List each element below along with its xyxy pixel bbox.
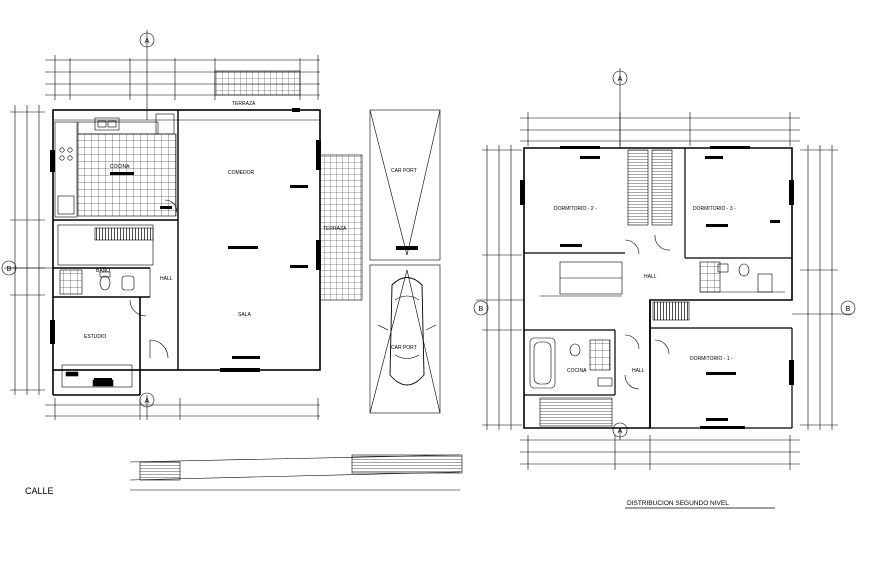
room-label-sala: SALA xyxy=(238,312,251,318)
room-label-dormitorio-2: DORMITORIO - 2 - xyxy=(554,206,597,212)
section-marker-b-left: B xyxy=(7,266,12,273)
carport-top xyxy=(369,109,441,261)
section-marker-b-upper-left: B xyxy=(479,306,484,313)
room-label-cocina: COCINA xyxy=(110,164,130,170)
upper-bottom-dimensions xyxy=(520,435,800,470)
room-label-estudio: ESTUDIO xyxy=(84,334,106,340)
carport-bottom xyxy=(369,264,441,414)
street-sidewalk xyxy=(129,454,463,491)
section-marker-b-upper-right: B xyxy=(846,306,851,313)
ground-windows xyxy=(50,108,321,381)
upper-doors xyxy=(624,234,671,390)
ground-left-dimensions xyxy=(10,105,45,395)
ground-stair-landing xyxy=(57,224,154,266)
section-marker-a-bottom: A xyxy=(145,398,150,405)
upper-stairs-left xyxy=(627,149,649,226)
room-label-dormitorio-1: DORMITORIO - 1 - xyxy=(690,356,733,362)
section-marker-a-top: A xyxy=(145,38,150,45)
upper-right-dimensions xyxy=(800,145,838,430)
upper-landing-stairs xyxy=(652,301,690,321)
section-marker-a-upper-top: A xyxy=(618,76,623,83)
upper-bath-fixtures xyxy=(529,337,613,389)
upper-top-dimensions xyxy=(520,112,800,146)
upper-windows xyxy=(520,146,794,429)
upper-balcony xyxy=(539,397,613,427)
ground-room-labels: COCINA COMEDOR TERRAZA TERRAZA BAÑO HALL… xyxy=(84,101,417,351)
room-label-hall: HALL xyxy=(160,276,173,282)
upper-stairs-right xyxy=(651,149,673,226)
upper-walls xyxy=(523,147,793,429)
upper-room-labels: DORMITORIO - 2 - DORMITORIO - 3 - HALL C… xyxy=(554,206,736,374)
upper-floor-title: DISTRIBUCION SEGUNDO NIVEL xyxy=(627,500,729,507)
section-marker-a-upper-bottom: A xyxy=(618,428,623,435)
side-terrace-deck xyxy=(319,154,363,301)
room-label-comedor: COMEDOR xyxy=(228,170,255,176)
room-label-hall-bottom: HALL xyxy=(632,368,645,374)
room-label-dormitorio-3: DORMITORIO - 3 - xyxy=(693,206,736,212)
room-label-carport-top: CAR PORT xyxy=(391,168,417,174)
room-label-terraza-side: TERRAZA xyxy=(323,226,347,232)
study-fixtures xyxy=(61,364,133,388)
room-label-hall-top: HALL xyxy=(644,274,657,280)
ground-stairs xyxy=(94,227,154,241)
street-label: CALLE xyxy=(25,486,54,496)
ground-bottom-dimensions xyxy=(45,398,320,420)
ground-doors xyxy=(129,199,178,359)
room-label-cocina-upper: COCINA xyxy=(567,368,587,374)
upper-section-lines xyxy=(476,68,852,440)
upper-bathroom-fixtures xyxy=(699,261,785,293)
ground-top-dimensions xyxy=(45,55,320,100)
ground-section-line-a xyxy=(4,30,148,420)
section-bubbles xyxy=(1,32,856,438)
ground-bathroom-fixtures xyxy=(59,268,151,297)
room-label-terraza-top: TERRAZA xyxy=(232,101,256,107)
upper-stair-well xyxy=(540,261,623,297)
section-bubble-letters: A A B A A B B xyxy=(7,38,851,435)
room-label-carport-bottom: CAR PORT xyxy=(391,345,417,351)
upper-left-dimensions xyxy=(482,145,522,430)
room-label-bano: BAÑO xyxy=(96,267,110,274)
